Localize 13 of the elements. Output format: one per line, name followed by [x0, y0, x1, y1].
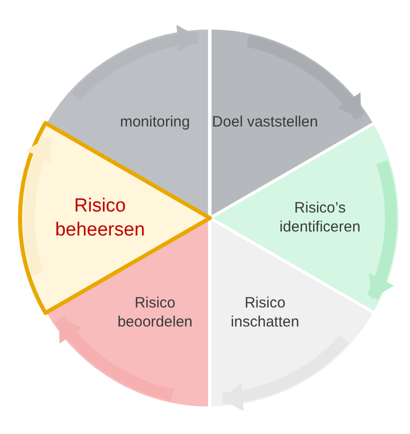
segment-label: Risico beoordelen: [116, 294, 194, 332]
segment-label: Risico’s identificeren: [278, 199, 362, 237]
segment-label: monitoring: [118, 113, 191, 132]
curved-arrow: [55, 316, 174, 401]
segment-label: Risico beheersen: [54, 194, 146, 242]
curved-arrow: [71, 26, 200, 102]
curved-arrow: [220, 334, 349, 410]
curved-arrow: [367, 160, 397, 300]
curved-arrow: [246, 35, 365, 120]
segment-label: Risico inschatten: [230, 294, 300, 332]
segment-label: Doel vaststellen: [211, 113, 319, 132]
pie-segment: [210, 218, 375, 408]
curved-arrow: [23, 136, 53, 276]
